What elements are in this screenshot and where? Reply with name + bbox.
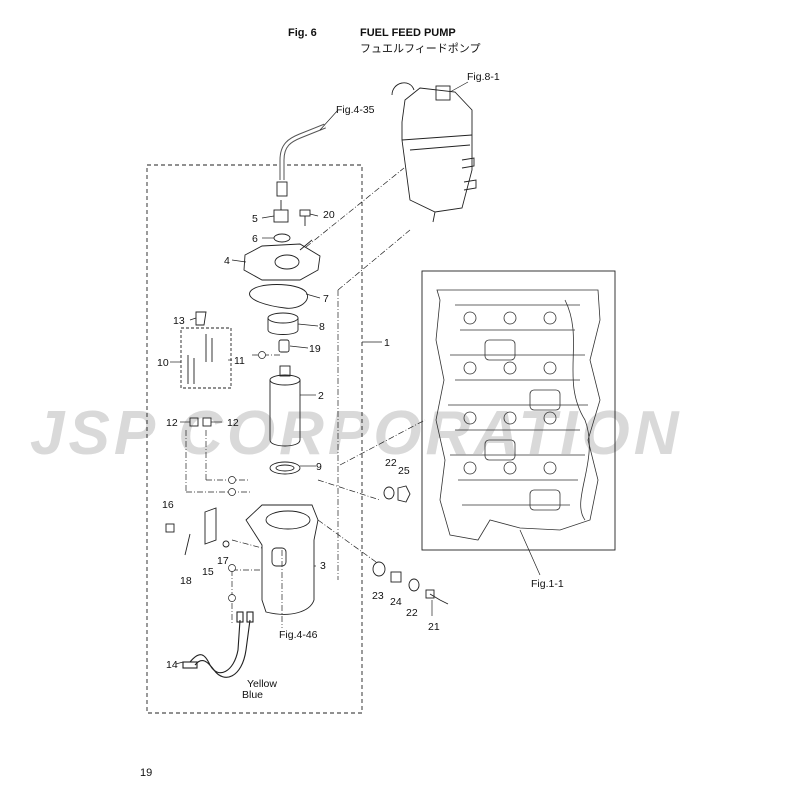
engine-block bbox=[435, 289, 601, 541]
ref-fig-4-46: Fig.4-46 bbox=[279, 629, 318, 641]
figure-number: Fig. 6 bbox=[288, 27, 317, 39]
figure-title-japanese: フュエルフィードポンプ bbox=[360, 43, 481, 55]
callout-10: 10 bbox=[157, 357, 169, 369]
callout-5: 5 bbox=[252, 213, 258, 225]
callout-12: 12 bbox=[227, 417, 239, 429]
callout-18: 18 bbox=[180, 575, 192, 587]
callout-16: 16 bbox=[162, 499, 174, 511]
callout-6: 6 bbox=[252, 233, 258, 245]
wire-harness bbox=[182, 611, 254, 678]
fuel-filter bbox=[278, 339, 290, 353]
electric-fuel-pump bbox=[269, 365, 301, 447]
ref-fig-8-1: Fig.8-1 bbox=[467, 71, 500, 83]
callout-14: 14 bbox=[166, 659, 178, 671]
connection-marker bbox=[228, 488, 236, 496]
callout-4: 4 bbox=[224, 255, 230, 267]
callout-22: 22 bbox=[385, 457, 397, 469]
damper-ring bbox=[269, 461, 301, 475]
o-ring bbox=[273, 233, 291, 243]
screw bbox=[299, 209, 311, 226]
engine-block-frame bbox=[421, 270, 616, 551]
callout-19: 19 bbox=[309, 343, 321, 355]
wire-label-blue: Blue bbox=[242, 689, 263, 701]
callout-11: 11 bbox=[234, 355, 245, 367]
callout-17: 17 bbox=[217, 555, 229, 567]
ref-fig-1-1: Fig.1-1 bbox=[531, 578, 564, 590]
callout-23: 23 bbox=[372, 590, 384, 602]
callout-1: 1 bbox=[384, 337, 390, 349]
union-fitting bbox=[273, 200, 289, 223]
connection-marker bbox=[228, 564, 236, 572]
callout-22: 22 bbox=[406, 607, 418, 619]
connection-marker bbox=[228, 594, 236, 602]
connection-marker bbox=[258, 351, 266, 359]
callout-7: 7 bbox=[323, 293, 329, 305]
lock-nut bbox=[267, 312, 299, 335]
gasket bbox=[249, 284, 308, 309]
callout-13: 13 bbox=[173, 315, 185, 327]
ref-fig-4-35: Fig.4-35 bbox=[336, 104, 375, 116]
callout-15: 15 bbox=[202, 566, 214, 578]
wire-label-yellow: Yellow bbox=[247, 678, 277, 690]
connection-lines bbox=[185, 167, 426, 628]
assembly-boundary bbox=[146, 164, 363, 714]
figure-title: FUEL FEED PUMP bbox=[360, 27, 456, 39]
callout-8: 8 bbox=[319, 321, 325, 333]
hose-clamp bbox=[276, 181, 288, 197]
wire-bracket bbox=[165, 507, 230, 556]
callout-25: 25 bbox=[398, 465, 410, 477]
pump-screws bbox=[189, 417, 212, 427]
callout-2: 2 bbox=[318, 390, 324, 402]
pump-cover bbox=[243, 239, 321, 281]
leader-lines bbox=[170, 81, 541, 665]
callout-12: 12 bbox=[166, 417, 178, 429]
fitting-parts bbox=[372, 485, 449, 605]
callout-21: 21 bbox=[428, 621, 440, 633]
callout-20: 20 bbox=[323, 209, 335, 221]
fuel-reservoir-tank bbox=[391, 82, 477, 223]
hose-clips bbox=[180, 311, 232, 389]
callout-3: 3 bbox=[320, 560, 326, 572]
callout-24: 24 bbox=[390, 596, 402, 608]
callout-9: 9 bbox=[316, 461, 322, 473]
page-number: 19 bbox=[140, 767, 153, 779]
connection-marker bbox=[228, 476, 236, 484]
